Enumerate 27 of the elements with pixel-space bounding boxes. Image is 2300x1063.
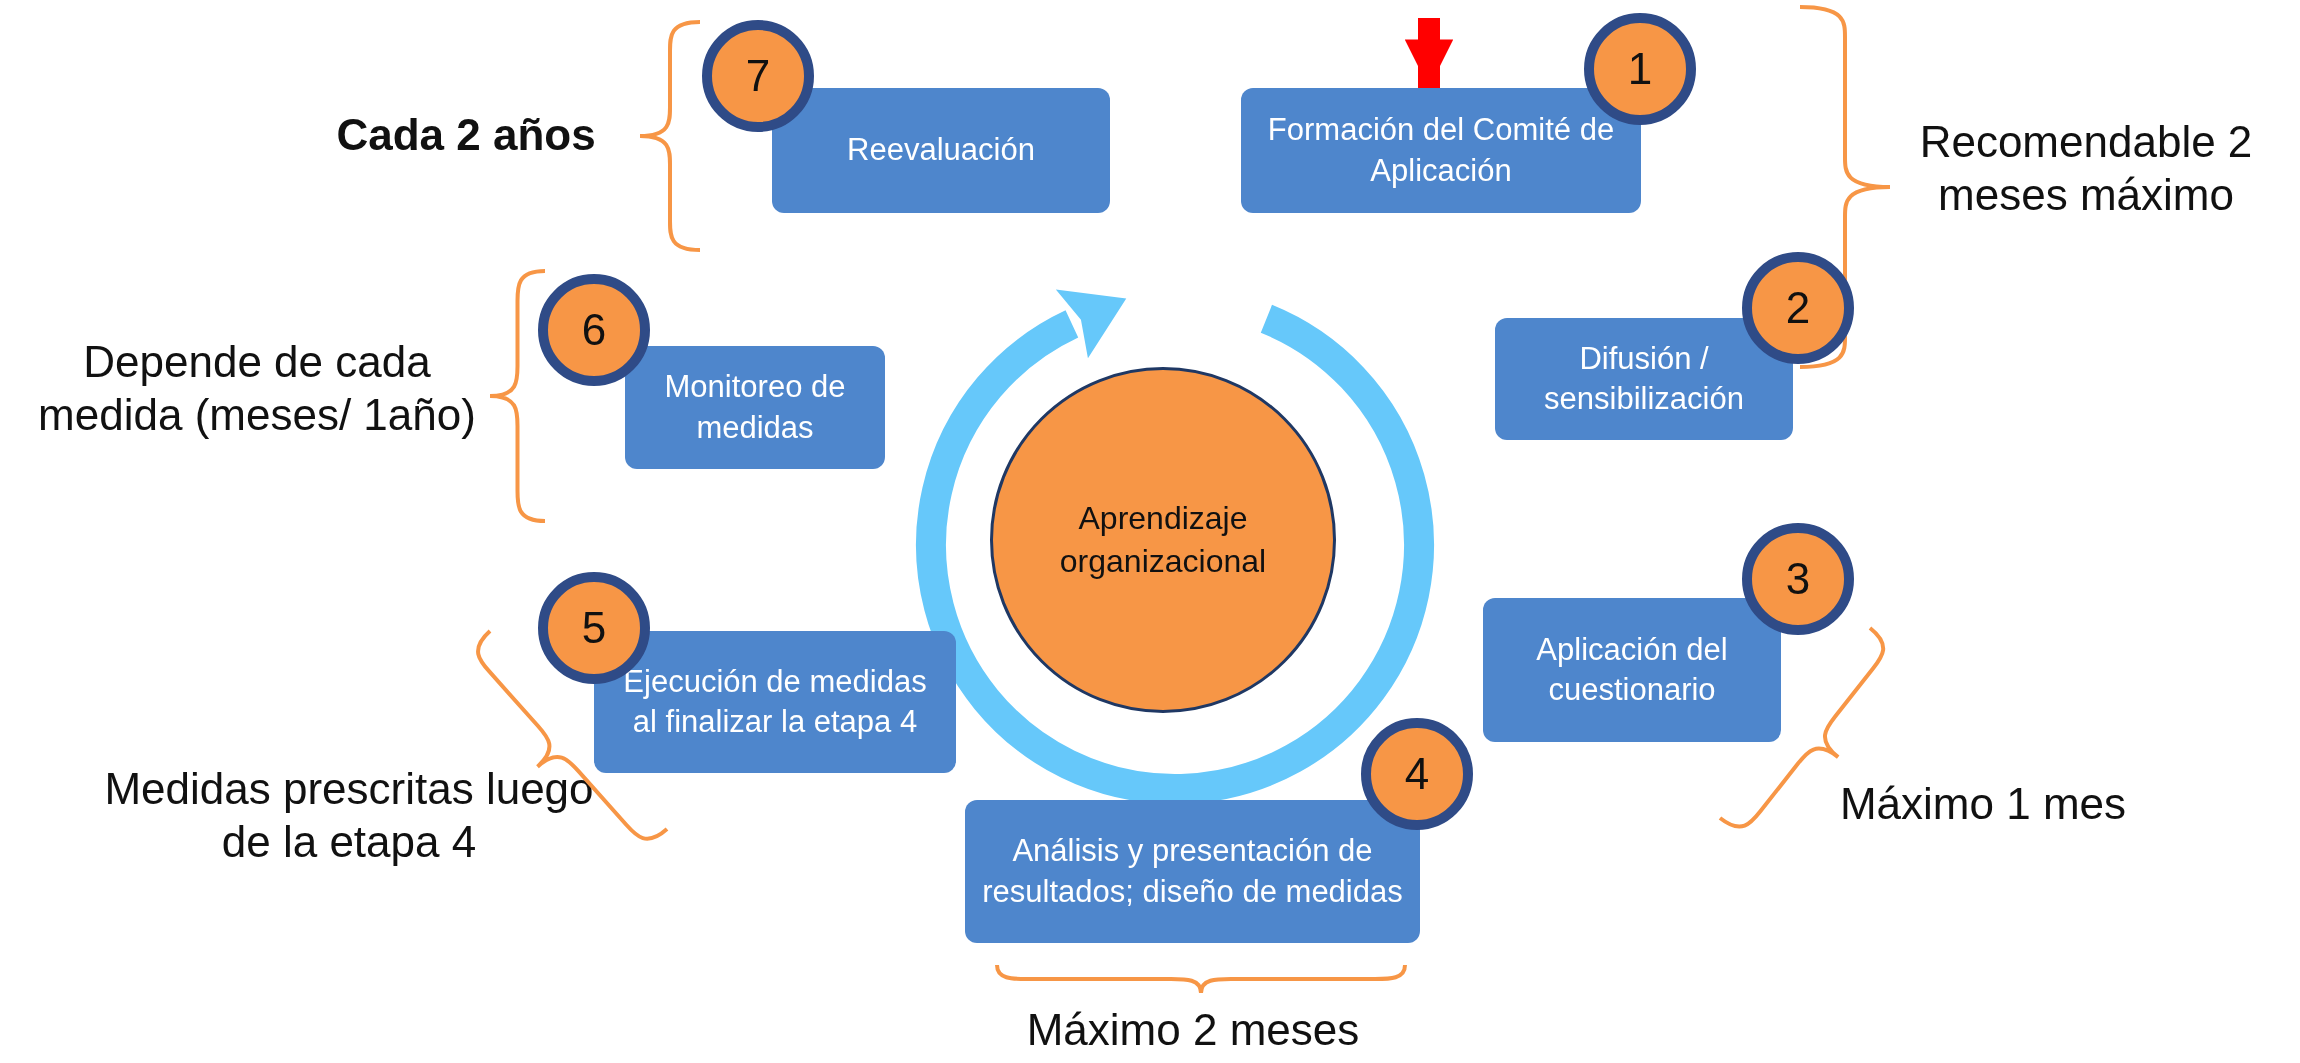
duration-note: Depende de cada medida (meses/ 1año) — [37, 336, 477, 441]
step-box — [625, 346, 885, 469]
step-number: 4 — [1404, 749, 1430, 799]
step-number: 7 — [745, 51, 771, 101]
step-label: Ejecución de medidas al finalizar la etapa 4 — [622, 662, 928, 741]
arrow — [1404, 18, 1454, 88]
step-box — [772, 88, 1110, 213]
duration-note: Máximo 2 meses — [1025, 1003, 1361, 1056]
center-label: Aprendizaje organizacional — [1058, 498, 1268, 581]
duration-note: Medidas prescritas luego de la etapa 4 — [103, 763, 595, 868]
step-number: 1 — [1627, 44, 1653, 94]
step-label: Monitoreo de medidas — [663, 368, 847, 447]
step-label: Difusión / sensibilización — [1543, 339, 1745, 418]
step-label: Formación del Comité de Aplicación — [1266, 111, 1616, 190]
step-label: Aplicación del cuestionario — [1535, 630, 1729, 709]
step-number: 3 — [1785, 554, 1811, 604]
duration-heading: Cada 2 años — [335, 108, 597, 161]
step-box — [1241, 88, 1641, 213]
duration-note: Máximo 1 mes — [1838, 777, 2128, 830]
duration-note: Recomendable 2 meses máximo — [1918, 116, 2254, 221]
step-label: Análisis y presentación de resultados; diseño de medidas — [981, 832, 1404, 911]
step-number: 6 — [581, 305, 607, 355]
step-number: 5 — [581, 603, 607, 653]
step-number: 2 — [1785, 283, 1811, 333]
step-box — [965, 800, 1420, 943]
step-box — [1483, 598, 1781, 742]
step-label: Reevaluación — [847, 131, 1035, 170]
